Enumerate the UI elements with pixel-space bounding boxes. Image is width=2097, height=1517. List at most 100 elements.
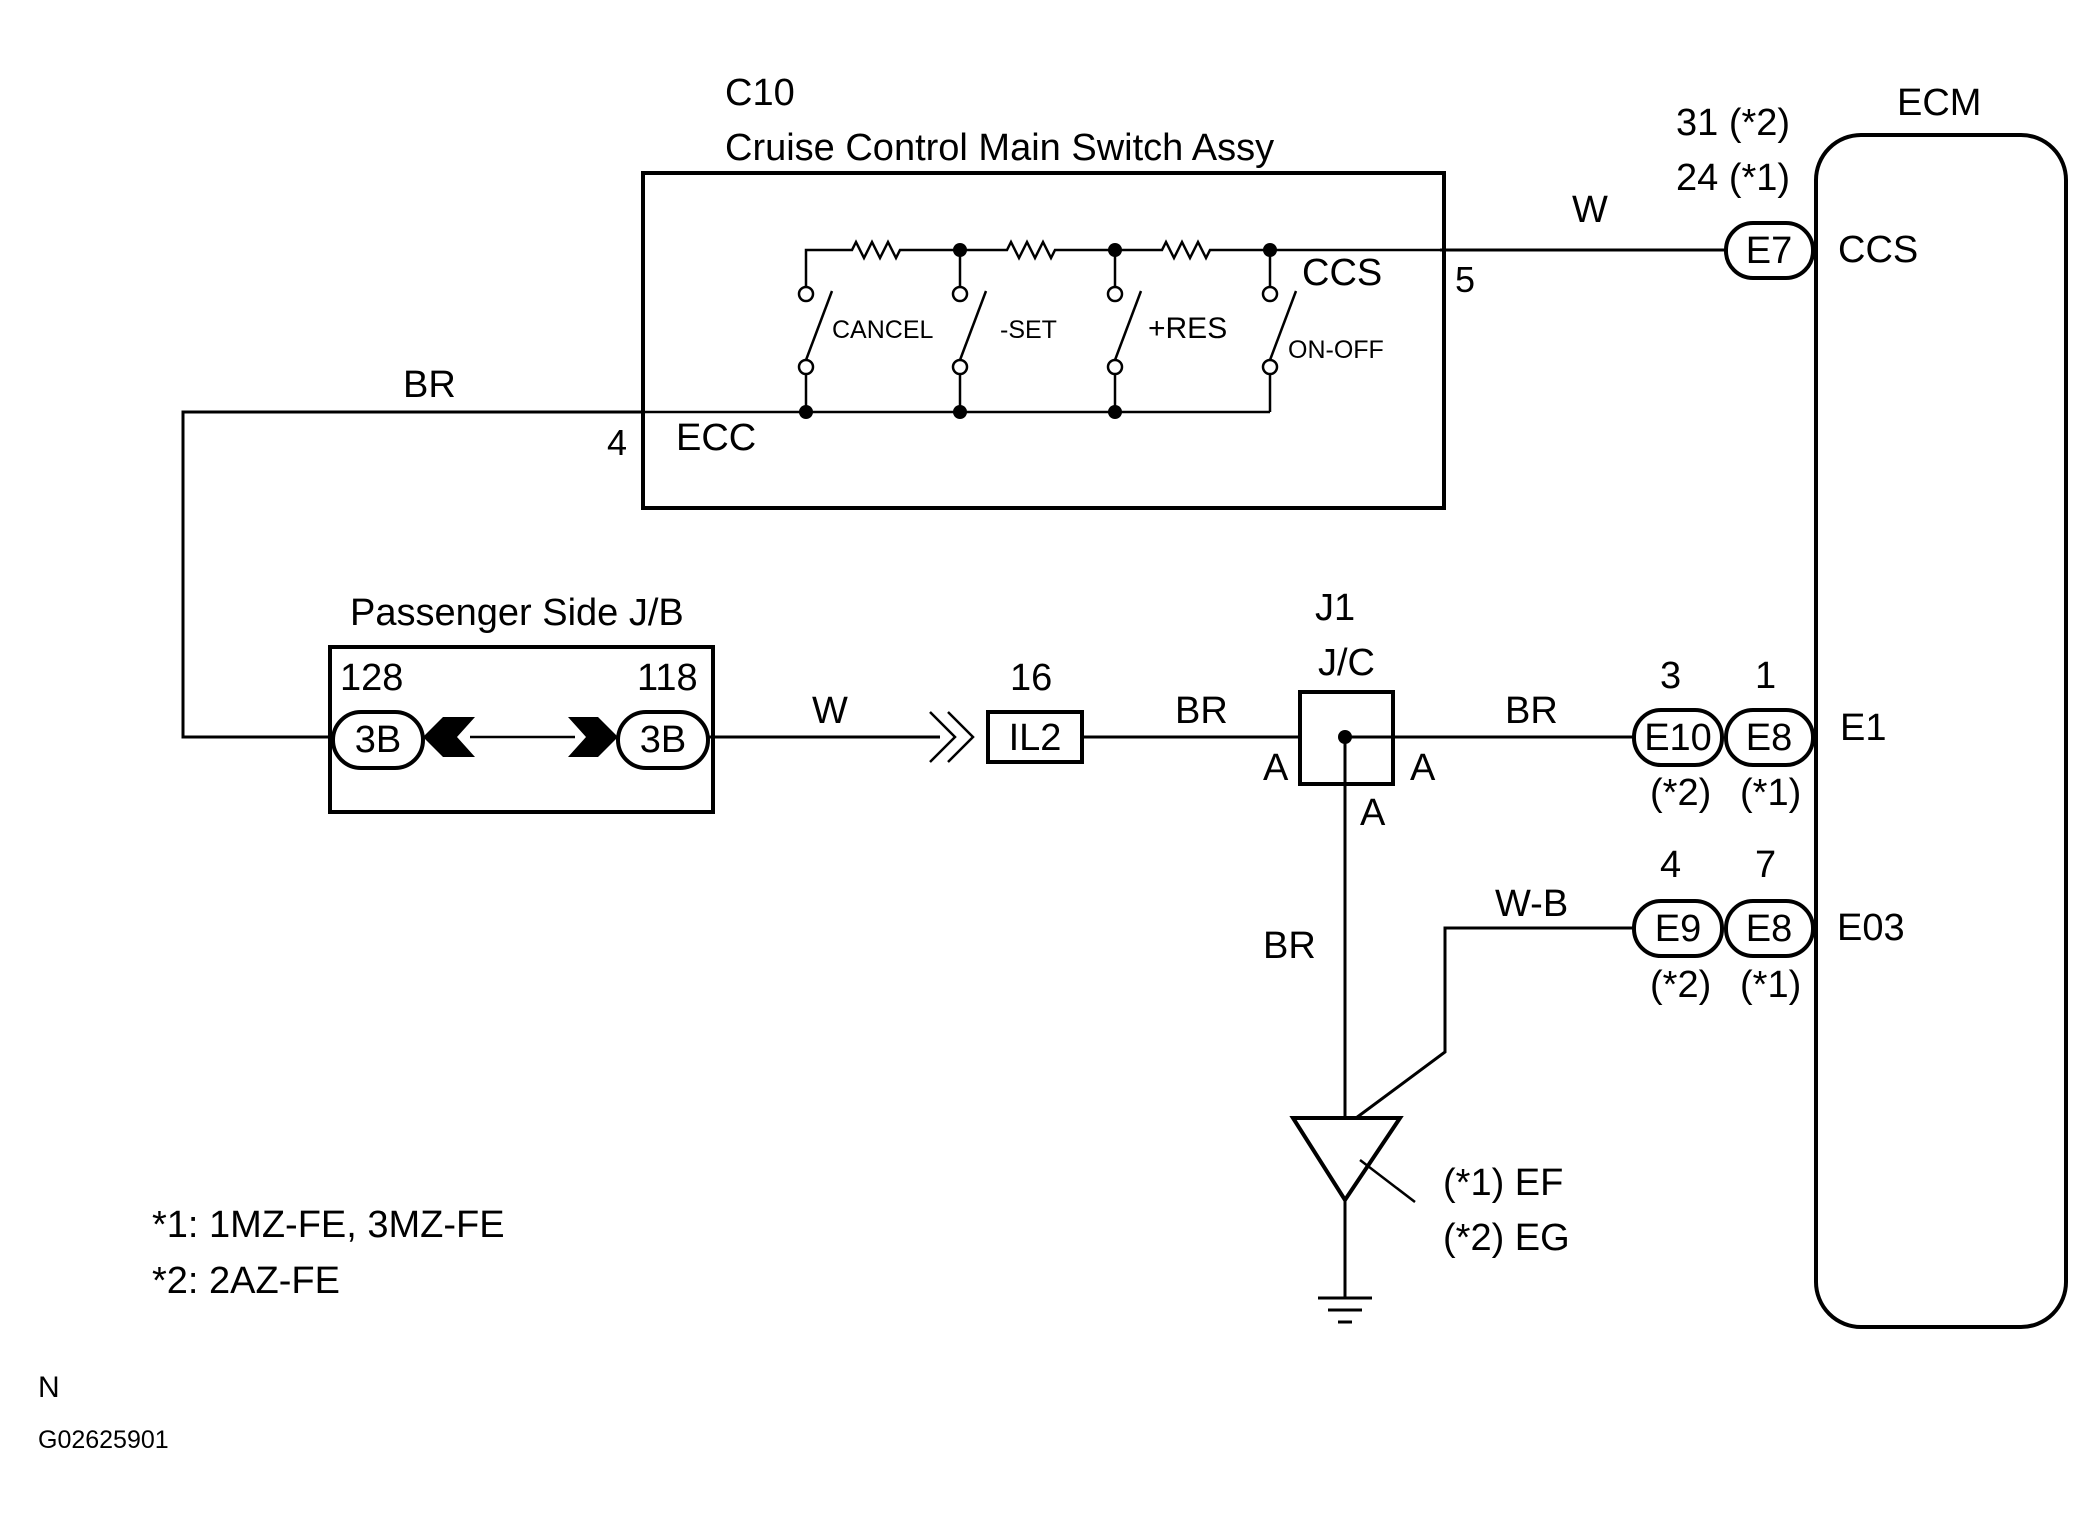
- switch-label-res: +RES: [1148, 312, 1227, 345]
- ground-label-ef: (*1) EF: [1443, 1162, 1563, 1204]
- il2-pin: 16: [1010, 657, 1052, 699]
- il2-label: IL2: [1009, 717, 1062, 759]
- ground-triangle: [1289, 1116, 1404, 1204]
- passenger-side-jb: Passenger Side J/B 128 118 3B 3B: [328, 592, 715, 814]
- terminal-ccs-label: CCS: [1302, 252, 1382, 294]
- rail-junction-dot: [953, 405, 967, 419]
- jb-box: [328, 645, 715, 814]
- switch-blade: [958, 290, 988, 361]
- cruise-control-main-switch-assy: C10 Cruise Control Main Switch Assy CANC…: [607, 72, 1475, 510]
- switch-cancel: CANCEL: [797, 285, 934, 412]
- wire-label-jb-w: W: [812, 690, 848, 732]
- ecm-body: [1814, 133, 2068, 1329]
- jb-left-connector: [331, 710, 425, 770]
- jc-code: J1: [1315, 587, 1355, 629]
- switch-label-set: -SET: [1000, 316, 1057, 344]
- jb-right-pin: 118: [637, 657, 698, 699]
- wire-label-il2-br: BR: [1175, 690, 1228, 732]
- wire-label-jc-br: BR: [1505, 690, 1558, 732]
- ecm-e1-pin-b: 1: [1755, 655, 1776, 697]
- switch-label-cancel: CANCEL: [832, 316, 934, 344]
- jb-title: Passenger Side J/B: [350, 592, 684, 634]
- connector-arrow-in: [929, 711, 975, 763]
- switch-assy-title: Cruise Control Main Switch Assy: [725, 127, 1274, 169]
- jb-left-pin: 128: [340, 657, 403, 699]
- terminal-ecc-pin: 4: [607, 422, 627, 463]
- ecm-e03-terminal: E03: [1837, 907, 1905, 949]
- ecm-e03-variant-b: (*1): [1740, 964, 1801, 1006]
- switch-assy-box: [641, 171, 1446, 510]
- switch-contact: [1106, 285, 1124, 303]
- ecm-e1-connector-b: [1724, 708, 1815, 767]
- jb-right-connector-label: 3B: [640, 719, 686, 761]
- il2-box: [986, 710, 1084, 764]
- resistor-ladder: [804, 239, 1440, 287]
- jc-left-terminal: A: [1263, 747, 1289, 789]
- ecm-e1-pin-a: 3: [1660, 655, 1681, 697]
- wire-ecc-to-jb: [181, 410, 643, 739]
- rail-junction-dot: [1108, 405, 1122, 419]
- ecm: ECM 31 (*2) 24 (*1) E7 CCS 3 1 E10 E8 (*…: [1632, 82, 2068, 1329]
- jc-box: [1298, 690, 1395, 786]
- switch-res: +RES: [1106, 285, 1227, 412]
- ground-leader: [1359, 1159, 1416, 1203]
- ecm-ccs-connector: [1724, 221, 1815, 280]
- switch-contact: [797, 285, 815, 303]
- wire-e03-to-ground: [1355, 926, 1634, 1120]
- wiring: W BR W BR BR BR W-B: [181, 189, 1726, 1120]
- note-2: *2: 2AZ-FE: [152, 1260, 340, 1302]
- jc-right-terminal: A: [1410, 747, 1436, 789]
- notes: *1: 1MZ-FE, 3MZ-FE *2: 2AZ-FE: [152, 1204, 505, 1302]
- ecm-title: ECM: [1897, 82, 1981, 124]
- switch-contact: [1261, 285, 1279, 303]
- il2-connector: 16 IL2: [986, 657, 1084, 764]
- ecm-e1-terminal: E1: [1840, 707, 1886, 749]
- ecm-e03-connector-a-label: E9: [1655, 908, 1701, 950]
- ecm-ccs-pin-a: 31 (*2): [1676, 102, 1790, 144]
- ecm-ccs-pin-b: 24 (*1): [1676, 157, 1790, 199]
- jb-right-connector: [616, 710, 710, 770]
- switch-label-on-off: ON-OFF: [1288, 336, 1384, 364]
- ecm-e1-variant-a: (*2): [1650, 772, 1711, 814]
- ground-label-eg: (*2) EG: [1443, 1217, 1570, 1259]
- ecm-e03-pin-b: 7: [1755, 844, 1776, 886]
- switch-contact: [1106, 358, 1124, 376]
- jb-left-arrowhead: [423, 717, 475, 757]
- ecm-e03-variant-a: (*2): [1650, 964, 1711, 1006]
- switch-blade: [1268, 290, 1298, 361]
- ground-point: (*1) EF (*2) EG: [1289, 1116, 1570, 1324]
- ecm-e03-connector-a: [1632, 899, 1724, 958]
- terminal-ccs-pin: 5: [1455, 259, 1475, 300]
- wire-label-ccs-w: W: [1572, 189, 1608, 231]
- ecm-e1-connector-a-label: E10: [1644, 717, 1712, 759]
- ecm-ccs-connector-label: E7: [1746, 230, 1792, 272]
- jb-left-connector-label: 3B: [355, 719, 401, 761]
- switch-on-off: ON-OFF: [1261, 285, 1384, 412]
- switch-assy-code: C10: [725, 72, 795, 114]
- wire-label-ground-br: BR: [1263, 925, 1316, 967]
- ecm-e03-pin-a: 4: [1660, 844, 1681, 886]
- jc-bottom-terminal: A: [1360, 792, 1386, 834]
- footer-figure-id: G02625901: [38, 1426, 169, 1454]
- jb-right-arrowhead: [568, 717, 618, 757]
- wire-label-wb: W-B: [1495, 883, 1568, 925]
- switch-set: -SET: [951, 285, 1057, 412]
- ecm-e03-connector-b-label: E8: [1746, 908, 1792, 950]
- note-1: *1: 1MZ-FE, 3MZ-FE: [152, 1204, 505, 1246]
- switch-blade: [1113, 290, 1143, 361]
- ecm-e1-connector-a: [1632, 708, 1724, 767]
- footer: N G02625901: [38, 1371, 169, 1454]
- switch-blade: [804, 290, 834, 361]
- ecm-ccs-terminal: CCS: [1838, 229, 1918, 271]
- ecm-e03-connector-b: [1724, 899, 1815, 958]
- ecm-e1-connector-b-label: E8: [1746, 717, 1792, 759]
- switch-contact: [951, 358, 969, 376]
- ecm-e1-variant-b: (*1): [1740, 772, 1801, 814]
- jc-title: J/C: [1318, 642, 1375, 684]
- switch-contact: [797, 358, 815, 376]
- wire-label-ecc-br: BR: [403, 364, 456, 406]
- junction-connector-j1: J1 J/C A A A: [1263, 587, 1436, 834]
- switch-contact: [1261, 358, 1279, 376]
- switch-contact: [951, 285, 969, 303]
